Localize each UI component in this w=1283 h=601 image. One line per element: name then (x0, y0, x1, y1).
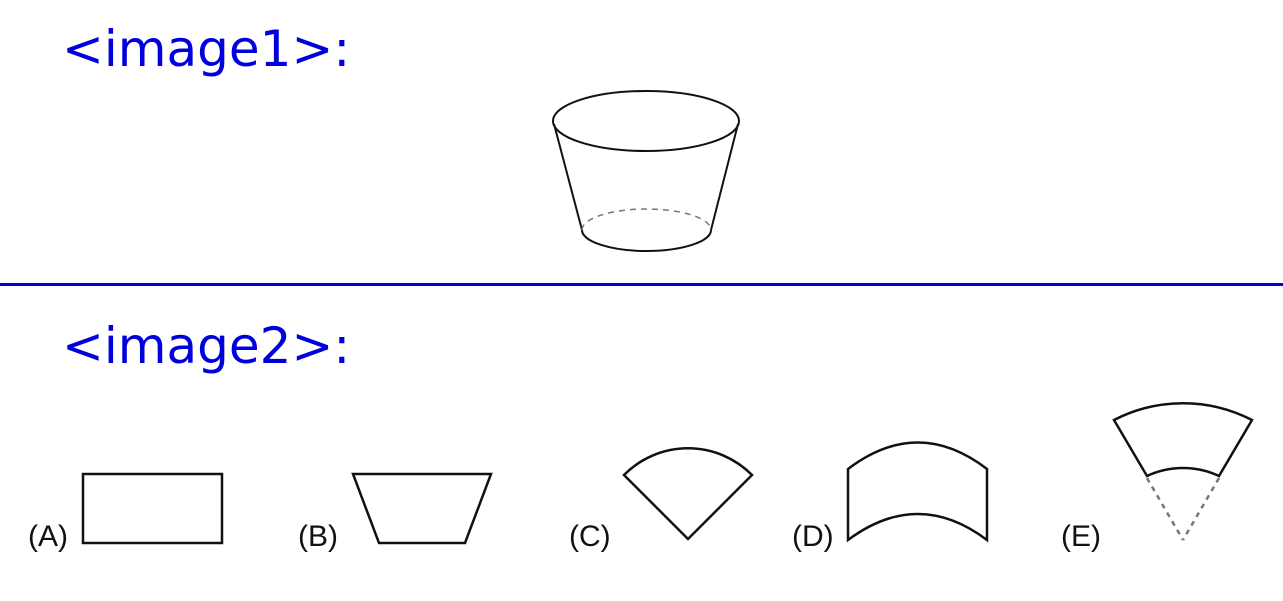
option-b-letter: (B) (298, 520, 338, 553)
option-d-band-shape (846, 441, 989, 543)
option-c[interactable]: (C) (569, 447, 754, 553)
option-d-letter: (D) (792, 520, 834, 553)
option-b[interactable]: (B) (298, 472, 493, 553)
frustum-left-edge (553, 123, 583, 231)
option-a-letter: (A) (28, 520, 68, 553)
option-a-rectangle-shape (81, 472, 224, 545)
section-divider (0, 283, 1283, 286)
image1-label: <image1>: (62, 20, 351, 78)
option-b-trapezoid-shape (351, 472, 493, 545)
frustum-bottom-hidden-arc (581, 208, 712, 231)
option-c-sector-shape (622, 447, 754, 541)
frustum-bottom-front-arc (581, 229, 712, 252)
option-e-dashed-right-line (1181, 477, 1221, 541)
frustum-right-edge (710, 123, 739, 231)
option-e-dashed-left-line (1145, 477, 1185, 541)
option-e-annular-sector-shape (1112, 402, 1254, 478)
option-d[interactable]: (D) (792, 441, 989, 554)
option-e[interactable]: (E) (1061, 402, 1254, 553)
option-a[interactable]: (A) (28, 472, 224, 553)
image2-label: <image2>: (62, 317, 351, 375)
option-e-letter: (E) (1061, 520, 1101, 553)
option-c-letter: (C) (569, 520, 611, 553)
frustum-top-ellipse (552, 90, 740, 152)
frustum-figure (552, 90, 740, 252)
